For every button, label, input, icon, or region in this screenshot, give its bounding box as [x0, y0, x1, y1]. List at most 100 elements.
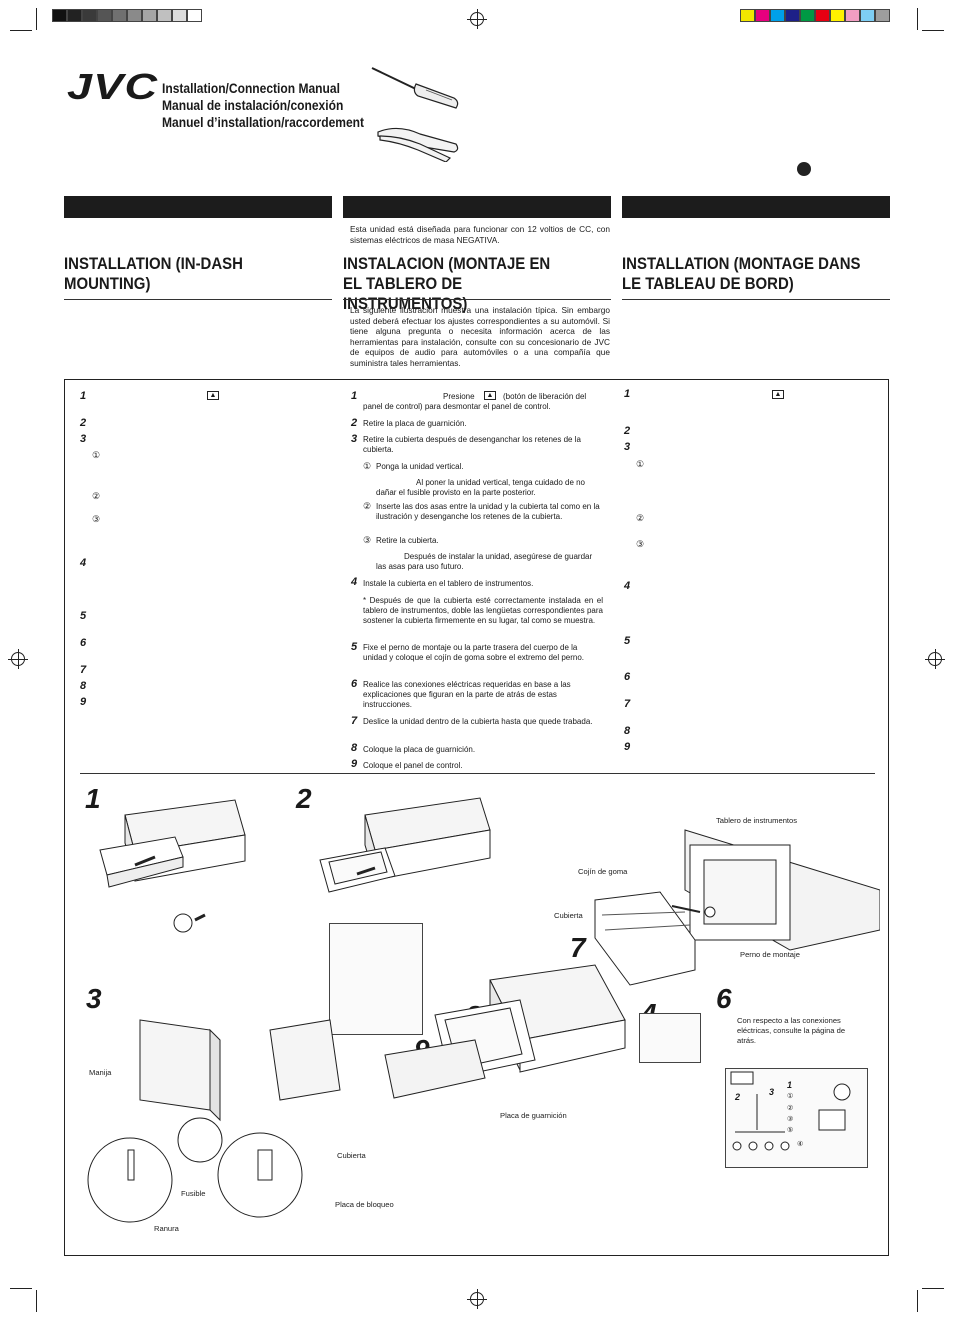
step-number-en-3: 3	[80, 433, 87, 445]
step-es-3-1: Ponga la unidad vertical.	[376, 462, 464, 471]
step-es-9: Coloque el panel de control.	[363, 761, 463, 770]
steps-divider	[80, 773, 875, 774]
step-number-es-6: 6	[351, 678, 358, 690]
connection-circled-4: ④	[797, 1141, 804, 1148]
step-es-3-note1: Al poner la unidad vertical, tenga cuida…	[376, 478, 586, 497]
step-es-5: Fixe el perno de montaje ou la parte tra…	[363, 643, 585, 662]
instructions-frame	[64, 379, 889, 1256]
color-swatch	[755, 9, 770, 22]
color-calibration-strip	[740, 9, 890, 22]
wiring-diagram-illustration	[730, 1071, 851, 1151]
black-dot-icon	[797, 162, 811, 176]
voltage-note-es: Esta unidad está diseñada para funcionar…	[350, 224, 610, 245]
step-number-en-6: 6	[80, 637, 87, 649]
color-swatch	[845, 9, 860, 22]
intro-es: La siguiente ilustración muestra una ins…	[350, 305, 610, 368]
step-es-3-2: Inserte las dos asas entre la unidad y l…	[376, 502, 600, 521]
connection-inset-number-2: 2	[735, 1092, 741, 1102]
step-es-4: Instale la cubierta en el tablero de ins…	[363, 579, 534, 588]
step-number-en-7: 7	[80, 664, 87, 676]
gray-swatch	[112, 9, 127, 22]
color-swatch	[875, 9, 890, 22]
step-number-fr-7: 7	[624, 698, 631, 710]
crop-mark	[922, 1288, 944, 1289]
step-es-3-3: Retire la cubierta.	[376, 536, 439, 545]
step-number-fr-2: 2	[624, 425, 631, 437]
registration-mark-top	[467, 9, 487, 29]
unit-insertion-illustration	[384, 964, 626, 1099]
circled-fr-3: ③	[636, 539, 645, 549]
gray-swatch	[127, 9, 142, 22]
manual-title-en: Installation/Connection Manual	[162, 80, 340, 96]
connection-inset-number-3: 3	[769, 1087, 775, 1097]
crop-mark	[922, 30, 944, 31]
heading-es: INSTALACION (MONTAJE EN EL TABLERO DE IN…	[343, 254, 551, 313]
color-swatch	[815, 9, 830, 22]
label-ranura: Ranura	[154, 1224, 179, 1233]
registration-mark-left	[8, 649, 28, 669]
figure-number-3: 3	[86, 983, 102, 1014]
figure-3-detail-illustration	[87, 1019, 341, 1223]
step-es-1b: (botón de liberación del panel de contro…	[363, 392, 587, 411]
gray-swatch	[67, 9, 82, 22]
step-es-4-note: * Después de que la cubierta esté correc…	[363, 596, 603, 625]
circled-es-3: ③	[363, 535, 372, 545]
circled-fr-1: ①	[636, 459, 645, 469]
step-number-fr-3: 3	[624, 441, 631, 453]
manual-title-es: Manual de instalación/conexión	[162, 97, 344, 113]
color-swatch	[860, 9, 875, 22]
dashboard-sleeve-illustration	[594, 829, 880, 986]
crop-mark	[36, 8, 37, 30]
gray-swatch	[52, 9, 67, 22]
figure-1-unit-illustration	[99, 799, 246, 933]
column-bar-fr	[622, 196, 890, 218]
figure-number-7: 7	[570, 932, 586, 963]
step-number-en-4: 4	[80, 557, 87, 569]
step-number-en-1: 1	[80, 390, 87, 402]
step-number-fr-6: 6	[624, 671, 631, 683]
gray-calibration-strip	[52, 9, 202, 22]
eject-icon: ▲	[772, 390, 784, 399]
connection-inset-number-1: 1	[787, 1080, 793, 1090]
circled-fr-2: ②	[636, 513, 645, 523]
figure-number-6: 6	[716, 983, 732, 1014]
crop-mark	[917, 8, 918, 30]
color-swatch	[800, 9, 815, 22]
figure-number-1: 1	[85, 783, 101, 814]
color-swatch	[740, 9, 755, 22]
manual-title-fr: Manuel d’installation/raccordement	[162, 114, 365, 130]
label-fusible: Fusible	[181, 1189, 206, 1198]
eject-icon: ▲	[484, 391, 496, 400]
step-number-es-7: 7	[351, 715, 358, 727]
label-manija: Manija	[89, 1068, 112, 1077]
registration-mark-right	[925, 649, 945, 669]
circled-en-1: ①	[92, 450, 101, 460]
detail-inset-frame	[329, 923, 423, 1035]
label-tablero: Tablero de instrumentos	[716, 816, 798, 825]
step-number-en-5: 5	[80, 610, 87, 622]
color-swatch	[830, 9, 845, 22]
connection-circled-2: ②	[787, 1105, 794, 1112]
label-cubierta-2: Cubierta	[337, 1151, 366, 1160]
column-bar-en	[64, 196, 332, 218]
circled-es-2: ②	[363, 501, 372, 511]
step-number-fr-5: 5	[624, 635, 631, 647]
registration-mark-bottom	[467, 1289, 487, 1309]
crop-mark	[917, 1290, 918, 1312]
connection-circled-3: ③	[787, 1116, 794, 1123]
step-es-1a: Presione	[443, 392, 475, 401]
step-number-es-9: 9	[351, 758, 358, 770]
step-number-fr-9: 9	[624, 741, 631, 753]
gray-swatch	[82, 9, 97, 22]
tab-bend-inset-frame	[639, 1013, 701, 1063]
color-swatch	[785, 9, 800, 22]
connection-circled-1: ①	[787, 1093, 794, 1100]
crop-mark	[36, 1290, 37, 1312]
jvc-logo: JVC	[67, 66, 159, 107]
step-number-es-3: 3	[351, 433, 358, 445]
step-number-es-4: 4	[351, 576, 358, 588]
step-number-en-8: 8	[80, 680, 87, 692]
label-conexiones: Con respecto a las conexiones eléctricas…	[737, 1016, 846, 1045]
label-perno: Perno de montaje	[740, 950, 800, 959]
step-es-3-note2: Después de instalar la unidad, asegúrese…	[376, 552, 593, 571]
